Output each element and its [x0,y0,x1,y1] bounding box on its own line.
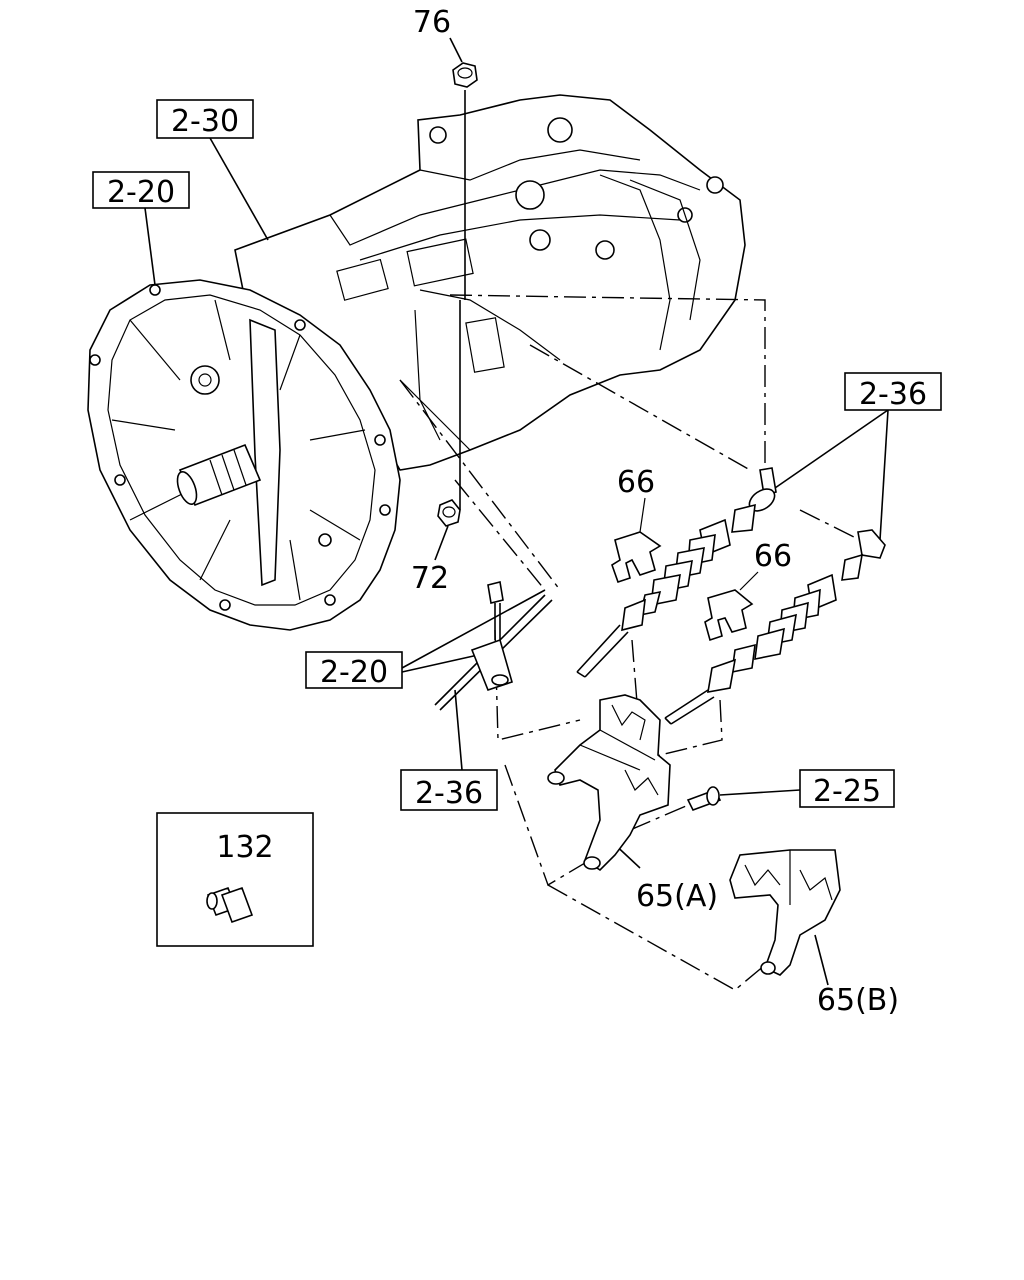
callout-box-2-30 [156,99,254,139]
callout-2-36-mid: 2-36 [415,776,483,811]
nut-72 [434,300,461,561]
inset-part-132 [156,812,314,947]
bolt-and-clamp [434,581,553,711]
clip-66-lower [704,571,759,642]
nut-76 [449,37,478,300]
callout-2-36-right: 2-36 [859,377,927,412]
leader-lines [144,137,889,991]
bracket-65b [729,849,841,976]
clip-66-upper [611,497,662,584]
callout-132: 132 [216,830,273,865]
callout-76: 76 [413,5,451,40]
bracket-65a [547,694,671,872]
callout-box-2-25 [799,769,895,808]
callout-72: 72 [411,561,449,596]
callout-65a: 65(A) [636,879,718,914]
callout-65b: 65(B) [817,983,899,1018]
callout-box-2-36-mid [400,769,498,811]
callout-66-upper: 66 [617,465,655,500]
callout-box-2-36-right [844,372,942,411]
select-cable-lower [664,529,886,725]
callout-2-25: 2-25 [813,774,881,809]
callout-box-2-20-mid [305,651,403,689]
callout-box-2-20-top [92,171,190,209]
callout-66-lower: 66 [754,539,792,574]
callout-2-30: 2-30 [171,104,239,139]
callout-2-20-mid: 2-20 [320,655,388,690]
callout-2-20-top: 2-20 [107,175,175,210]
bolt-2-25 [686,786,722,811]
shift-cable-upper [576,467,777,678]
transmission-assembly [87,94,746,631]
